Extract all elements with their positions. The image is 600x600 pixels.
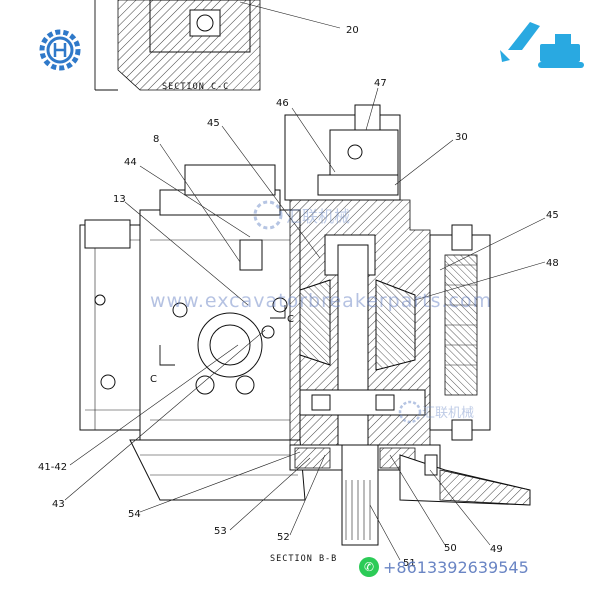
svg-text:C: C: [150, 374, 157, 385]
whatsapp-icon: ✆: [359, 557, 379, 577]
watermark-chinese-upper: 汇联机械: [286, 207, 351, 226]
callout-51: 51: [403, 558, 416, 569]
callout-43: 43: [52, 499, 65, 510]
callout-50: 50: [444, 543, 457, 554]
callout-45-right: 45: [546, 210, 559, 221]
section-marker-c-upper: C: [270, 305, 294, 325]
phone-number: +8613392639545: [383, 557, 529, 577]
watermark-url: www.excavatorbreakerparts.com: [150, 290, 493, 312]
callout-30: 30: [455, 132, 468, 143]
callout-46: 46: [276, 98, 289, 109]
callout-45-upper: 45: [207, 118, 220, 129]
section-cc-label: SECTION C-C: [162, 82, 229, 92]
svg-text:C: C: [287, 314, 294, 325]
watermark-logo-icon-lower: [398, 400, 422, 424]
callout-47: 47: [374, 78, 387, 89]
callout-20: 20: [346, 25, 359, 36]
callout-13: 13: [113, 194, 126, 205]
leader-lines: [64, 1, 546, 561]
callout-53: 53: [214, 526, 227, 537]
contact-line: ✆ +8613392639545: [359, 556, 529, 578]
callout-49: 49: [490, 544, 503, 555]
callout-54: 54: [128, 509, 141, 520]
section-cc-drawing: [94, 0, 261, 91]
watermark-logo-icon: [253, 200, 283, 230]
callout-48: 48: [546, 258, 559, 269]
part-callouts: 20 47 46 30 45 8 44 13 45 48 41-42 43 54…: [38, 25, 559, 569]
callout-41-42: 41-42: [38, 462, 67, 473]
callout-52: 52: [277, 532, 290, 543]
watermark-chinese-lower: 汇联机械: [422, 406, 475, 421]
section-bb-label: SECTION B-B: [270, 554, 337, 564]
excavator-icon: [500, 22, 584, 68]
callout-44: 44: [124, 157, 137, 168]
callout-8: 8: [153, 134, 159, 145]
section-marker-c-lower: C: [150, 345, 175, 385]
company-gear-logo-icon: [39, 29, 81, 71]
